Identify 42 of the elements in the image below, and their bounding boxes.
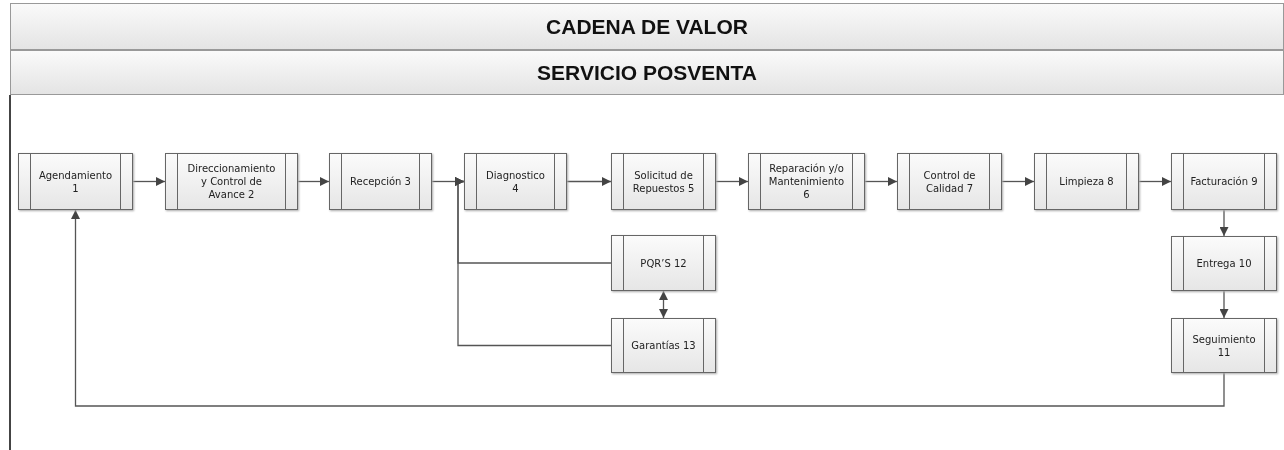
process-label: Garantías 13 bbox=[630, 339, 697, 352]
arrow bbox=[1138, 177, 1172, 186]
process-box bbox=[611, 235, 716, 291]
process-box bbox=[18, 153, 133, 210]
arrow bbox=[132, 177, 166, 186]
arrow bbox=[297, 177, 330, 186]
process-label: Seguimiento 11 bbox=[1191, 332, 1257, 359]
arrow bbox=[659, 290, 668, 319]
process-label: Diagnostico 4 bbox=[485, 168, 546, 195]
process-box bbox=[1171, 318, 1277, 373]
header-band bbox=[10, 50, 1284, 95]
process-label: Control de Calidad 7 bbox=[922, 168, 977, 195]
process-box bbox=[329, 153, 432, 210]
process-label: Entrega 10 bbox=[1195, 257, 1253, 270]
arrow bbox=[455, 177, 612, 347]
process-box bbox=[1171, 153, 1277, 210]
process-label: Direccionamiento y Control de Avance 2 bbox=[186, 162, 277, 201]
process-box bbox=[611, 153, 716, 210]
arrow bbox=[1219, 290, 1229, 319]
arrow bbox=[864, 177, 898, 186]
header-title: SERVICIO POSVENTA bbox=[537, 60, 757, 85]
process-box bbox=[611, 318, 716, 373]
process-label: Solicitud de Repuestos 5 bbox=[631, 168, 696, 195]
header-band bbox=[10, 3, 1284, 50]
process-box bbox=[748, 153, 865, 210]
process-box bbox=[464, 153, 567, 210]
process-label: Limpieza 8 bbox=[1058, 175, 1115, 188]
arrow bbox=[566, 177, 612, 186]
process-label: Reparación y/o Mantenimiento 6 bbox=[767, 162, 846, 201]
arrow bbox=[715, 177, 749, 186]
arrow bbox=[1001, 177, 1035, 186]
process-box bbox=[1171, 236, 1277, 291]
header-title: CADENA DE VALOR bbox=[546, 14, 748, 39]
arrow bbox=[71, 209, 1225, 407]
arrow bbox=[1219, 209, 1229, 237]
process-box bbox=[165, 153, 298, 210]
process-box bbox=[1034, 153, 1139, 210]
process-label: Recepción 3 bbox=[349, 175, 412, 188]
process-box bbox=[897, 153, 1002, 210]
process-label: Facturación 9 bbox=[1189, 175, 1259, 188]
process-label: Agendamiento 1 bbox=[37, 168, 114, 195]
process-label: PQR’S 12 bbox=[639, 256, 688, 270]
